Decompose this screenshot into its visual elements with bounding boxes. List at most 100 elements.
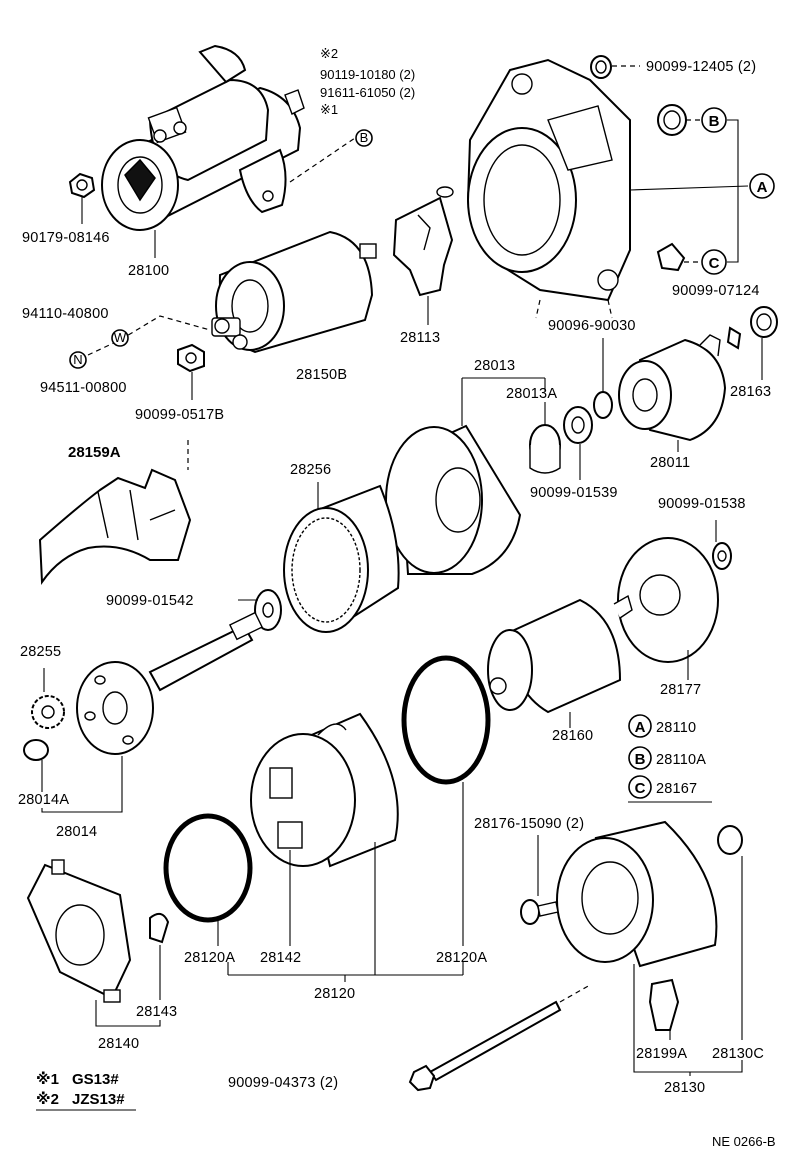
bushing-28199A [648,978,680,1031]
plate-28177 [617,537,719,663]
gear-housing-28013 [385,424,522,575]
label-90099-12405: 90099-12405 (2) [646,59,756,75]
label-94511-00800: 94511-00800 [40,380,127,396]
label-28255: 28255 [20,644,61,660]
label-28140: 28140 [98,1036,139,1052]
nut-90179 [68,172,96,199]
footnote-1: ※1 GS13# [36,1070,119,1088]
washer-90096-90030 [593,391,613,419]
label-90099-01538: 90099-01538 [658,496,746,512]
label-28163: 28163 [730,384,771,400]
callout-B-right: B [701,107,727,133]
planetary-shaft-28014 [76,611,264,755]
spring-28143 [149,912,170,944]
svg-text:B: B [709,113,720,130]
label-28256: 28256 [290,462,331,478]
svg-text:A: A [635,719,646,736]
callout-A-right: A [749,173,775,199]
bushing-B [657,104,687,136]
callout-N: N [69,351,87,369]
label-90099-07124: 90099-07124 [672,283,760,299]
bushing-28130C [717,825,743,855]
diagram-code: NE 0266-B [712,1134,776,1149]
svg-text:28167: 28167 [656,781,697,797]
svg-text:28110A: 28110A [656,752,706,768]
callout-W: W [111,329,129,347]
label-28113: 28113 [400,330,440,346]
label-90179-08146: 90179-08146 [22,230,110,246]
clip-90099-07124 [726,326,742,350]
internal-gear-28256 [283,484,400,633]
legend-row-B: B 28110A [628,746,706,770]
lever-28113 [392,186,454,297]
label-28014: 28014 [56,824,97,840]
label-28120A-right: 28120A [436,950,487,966]
label-90096-90030: 90096-90030 [548,318,636,334]
label-91611-61050: 91611-61050 (2) [320,85,415,100]
svg-text:A: A [757,179,768,196]
label-90099-04373: 90099-04373 (2) [228,1075,338,1091]
label-28177: 28177 [660,682,701,698]
label-28159A: 28159A [68,444,121,461]
screw-28176 [520,899,559,925]
bushing-28013A [529,424,561,474]
label-28014A: 28014A [18,792,69,808]
label-28120A-left: 28120A [184,950,235,966]
label-28013A: 28013A [506,386,557,402]
label-90099-01542: 90099-01542 [106,593,194,609]
cover-28159A [38,468,192,585]
label-28120: 28120 [314,986,355,1002]
ring-28163 [750,306,778,338]
through-bolt [408,1000,562,1092]
washer-90099-01542 [254,589,282,631]
footnote-2: ※2 JZS13# [36,1090,125,1108]
svg-text:N: N [73,352,82,367]
label-28143: 28143 [136,1004,177,1020]
label-28130C: 28130C [712,1046,764,1062]
washer-90099-01539 [563,406,593,444]
gear-28255 [31,695,65,729]
yoke-28120 [250,712,399,868]
armature-28160 [487,594,633,714]
legend-row-C: C 28167 [628,775,697,799]
label-94110-40800: 94110-40800 [22,306,109,322]
washer-90099-01538 [712,542,732,570]
svg-text:B: B [635,751,646,768]
nut-90099-0517B [177,343,205,373]
callout-B-top: B [355,129,373,147]
pinion-clutch-28011 [618,334,727,442]
svg-text:C: C [709,255,720,272]
svg-text:※2: ※2 [36,1090,59,1108]
plug-90099-12405 [590,55,612,79]
solenoid-illustration [211,230,377,354]
note-mark-2: ※2 [320,46,338,61]
brush-holder-28140 [26,859,132,1003]
label-28013: 28013 [474,358,515,374]
label-28160: 28160 [552,728,593,744]
o-ring-right [401,655,491,785]
label-28150B: 28150B [296,367,347,383]
svg-text:※1: ※1 [36,1070,59,1088]
svg-text:GS13#: GS13# [72,1071,119,1088]
svg-text:C: C [635,780,646,797]
label-28176-15090: 28176-15090 (2) [474,816,584,832]
clip-C [656,242,686,272]
end-frame-28130 [556,820,718,968]
label-90099-0517B: 90099-0517B [135,407,224,423]
o-ring-left [163,813,253,923]
legend-row-A: A 28110 [628,714,696,738]
label-28011: 28011 [650,455,690,471]
callout-C-right: C [701,249,727,275]
note-mark-1: ※1 [320,102,338,117]
housing-A-illustration [466,58,631,302]
label-28130: 28130 [664,1080,705,1096]
label-28199A: 28199A [636,1046,687,1062]
svg-text:B: B [360,130,369,145]
svg-text:W: W [114,330,127,345]
starter-assembly-illustration [101,44,305,231]
label-28142: 28142 [260,950,301,966]
bushing-28014A [23,739,49,761]
label-90119-10180: 90119-10180 (2) [320,67,415,82]
label-28100: 28100 [128,263,169,279]
